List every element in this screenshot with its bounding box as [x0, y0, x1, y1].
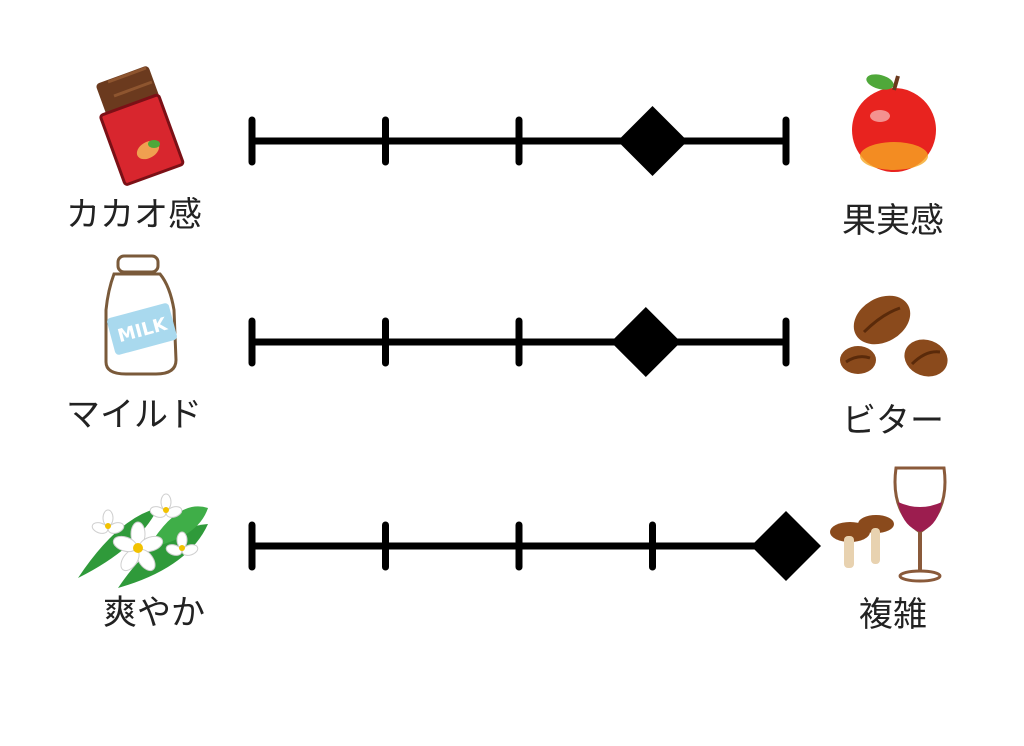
apple-icon: [852, 74, 936, 172]
row-2-left-label: マイルド: [66, 395, 202, 435]
value-marker-row-2: [610, 307, 681, 377]
wine-mushroom-icon: [830, 466, 947, 583]
scale-rows: [248, 106, 821, 581]
chocolate-bar-icon: [96, 66, 185, 186]
row-3-right-label: 複雑: [859, 595, 927, 635]
coffee-beans-icon: [840, 295, 948, 377]
row-3-left-label: 爽やか: [103, 593, 205, 633]
value-marker-row-1: [617, 106, 688, 176]
white-flowers-icon: [78, 493, 208, 588]
milk-bottle-icon: MILK: [104, 254, 178, 376]
row-1-right-label: 果実感: [842, 201, 944, 241]
row-2-right-label: ビター: [842, 401, 944, 441]
value-marker-row-3: [751, 511, 821, 581]
row-1-left-label: カカオ感: [66, 195, 202, 235]
